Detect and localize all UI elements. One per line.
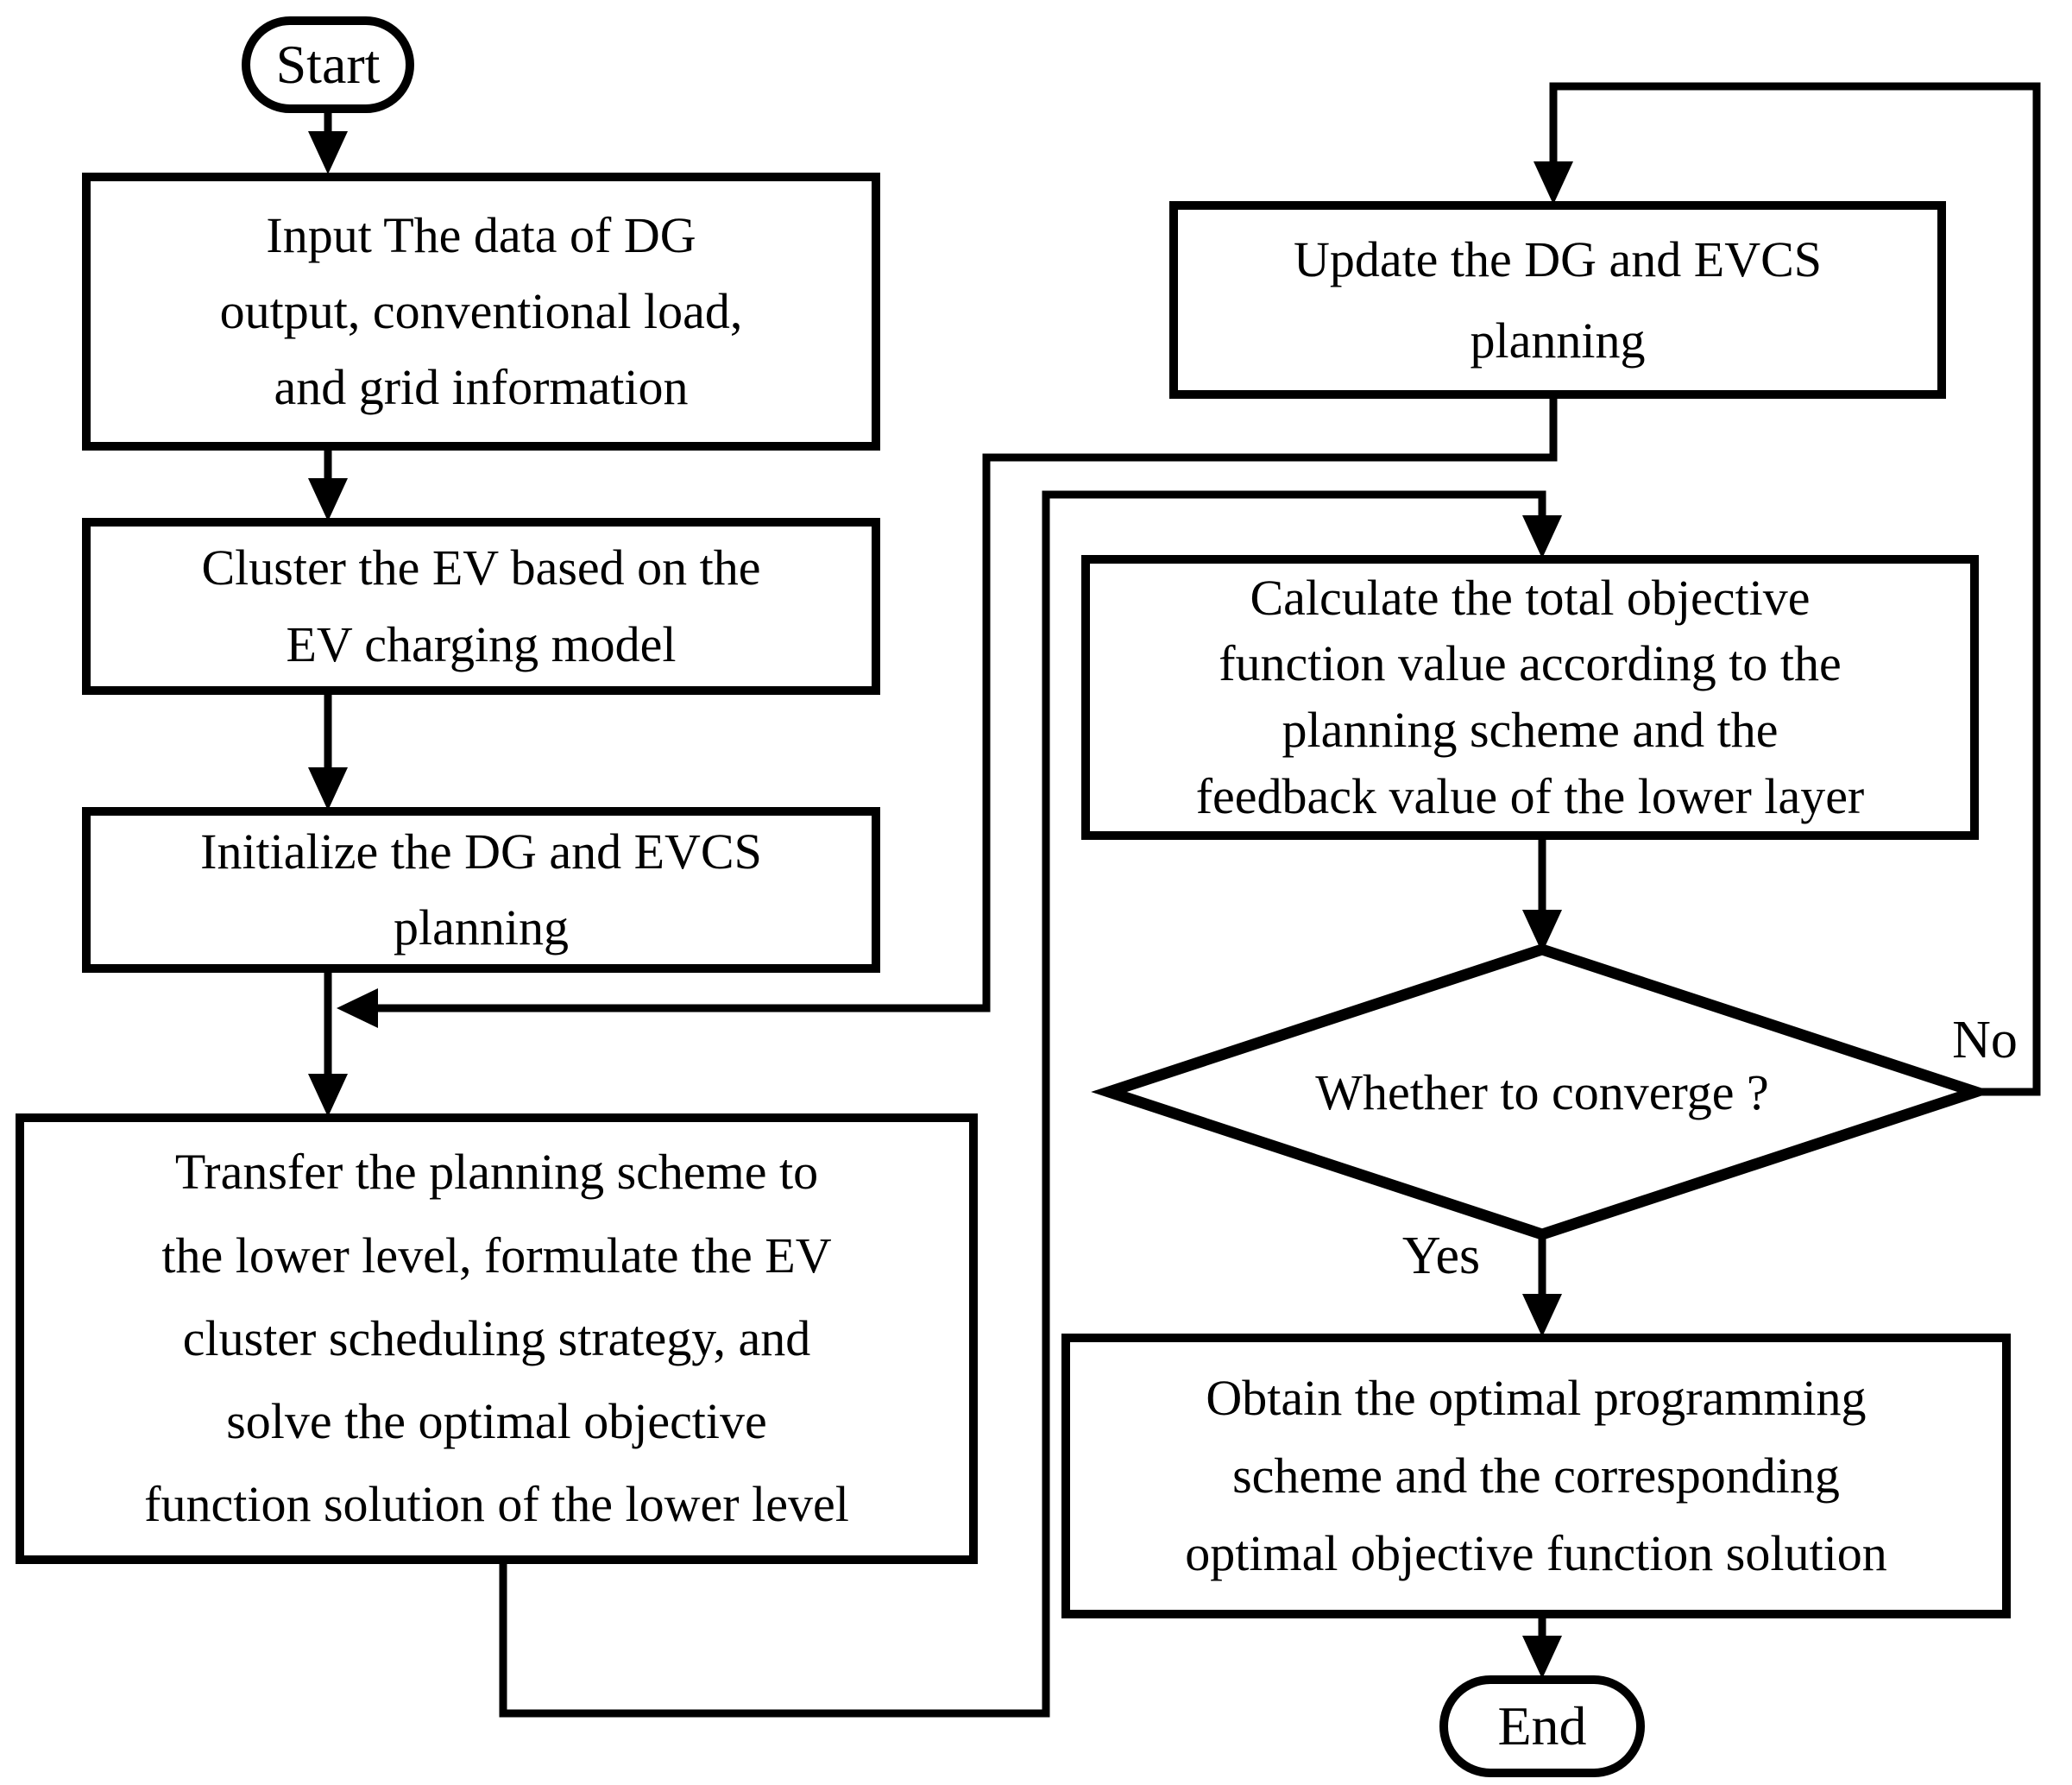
- obtain-optimal-node: Obtain the optimal programming scheme an…: [1061, 1334, 2011, 1618]
- transfer-scheme-line: the lower level, formulate the EV: [161, 1227, 832, 1284]
- end-label: End: [1497, 1695, 1587, 1757]
- arrow-yes-head: [1522, 1294, 1562, 1337]
- calculate-objective-line: planning scheme and the: [1282, 702, 1779, 758]
- transfer-scheme-line: Transfer the planning scheme to: [174, 1144, 819, 1201]
- end-node: End: [1439, 1675, 1645, 1777]
- update-planning-line: planning: [1470, 312, 1646, 369]
- yes-branch-label: Yes: [1346, 1213, 1536, 1299]
- cluster-ev-line: Cluster the EV based on the: [201, 539, 761, 596]
- initialize-planning-node: Initialize the DG and EVCS planning: [82, 807, 880, 973]
- arrow-into-update-head: [1534, 161, 1573, 205]
- start-label: Start: [275, 34, 381, 96]
- connector-transfer-to-calculate: [499, 490, 1546, 1718]
- input-data-node: Input The data of DG output, conventiona…: [82, 173, 880, 451]
- obtain-optimal-line: optimal objective function solution: [1185, 1524, 1887, 1581]
- connector-no-loop: [1549, 82, 2041, 1096]
- initialize-planning-line: Initialize the DG and EVCS: [200, 823, 762, 880]
- input-data-line: Input The data of DG: [266, 206, 696, 263]
- cluster-ev-line: EV charging model: [286, 615, 677, 672]
- arrow-obtain-to-end-head: [1522, 1636, 1562, 1679]
- transfer-scheme-node: Transfer the planning scheme to the lowe…: [16, 1113, 978, 1564]
- arrow-start-to-input-head: [308, 131, 348, 174]
- calculate-objective-line: function value according to the: [1219, 635, 1842, 692]
- no-branch-label: No: [1929, 997, 2041, 1083]
- calculate-objective-line: Calculate the total objective: [1250, 569, 1811, 626]
- calculate-objective-node: Calculate the total objective function v…: [1081, 555, 1979, 840]
- initialize-planning-line: planning: [394, 899, 569, 956]
- transfer-scheme-line: cluster scheduling strategy, and: [182, 1309, 811, 1366]
- calculate-objective-line: feedback value of the lower layer: [1195, 767, 1865, 824]
- obtain-optimal-line: scheme and the corresponding: [1232, 1448, 1840, 1504]
- obtain-optimal-line: Obtain the optimal programming: [1206, 1370, 1867, 1427]
- arrow-initialize-to-transfer-head: [308, 1074, 348, 1117]
- input-data-line: output, conventional load,: [219, 282, 743, 339]
- transfer-scheme-line: function solution of the lower level: [144, 1476, 849, 1533]
- input-data-line: and grid information: [274, 359, 689, 416]
- arrow-calculate-to-decision-head: [1522, 910, 1562, 953]
- start-node: Start: [242, 16, 414, 113]
- decision-node: Whether to converge ?: [1109, 949, 1975, 1234]
- cluster-ev-node: Cluster the EV based on the EV charging …: [82, 518, 880, 695]
- arrow-input-to-cluster-head: [308, 478, 348, 521]
- arrow-merge-left-head: [337, 988, 378, 1028]
- no-label-text: No: [1952, 1010, 2018, 1069]
- yes-label-text: Yes: [1401, 1226, 1481, 1285]
- arrow-cluster-to-initialize-head: [308, 767, 348, 811]
- connector-update-to-merge: [376, 399, 1558, 1012]
- update-planning-line: Update the DG and EVCS: [1293, 230, 1823, 287]
- decision-label: Whether to converge ?: [1315, 1063, 1769, 1120]
- update-planning-node: Update the DG and EVCS planning: [1169, 201, 1946, 399]
- transfer-scheme-line: solve the optimal objective: [226, 1393, 767, 1450]
- arrow-into-calculate-head: [1522, 515, 1562, 558]
